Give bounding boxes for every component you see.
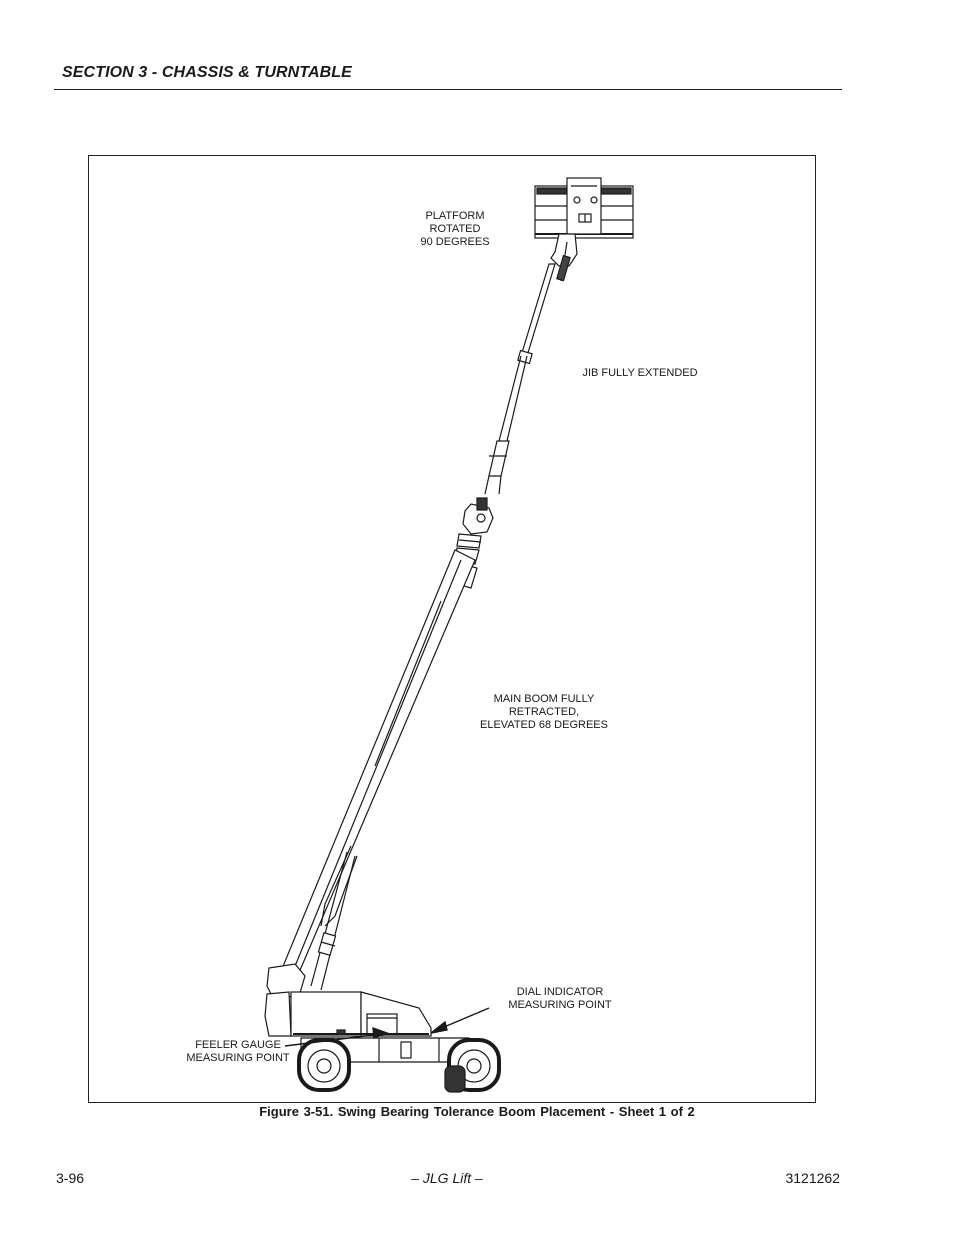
jib-drawing bbox=[484, 263, 556, 495]
header-rule bbox=[54, 89, 842, 90]
dial-indicator-callout: DIAL INDICATOR MEASURING POINT bbox=[508, 986, 612, 1011]
jib-callout: JIB FULLY EXTENDED bbox=[582, 367, 698, 379]
dial-indicator-arrow bbox=[430, 1007, 490, 1034]
page-number: 3-96 bbox=[56, 1170, 85, 1186]
main-boom-callout: MAIN BOOM FULLY RETRACTED, ELEVATED 68 D… bbox=[480, 693, 608, 731]
lift-cylinder-drawing bbox=[310, 851, 356, 991]
platform-rotator-drawing bbox=[550, 233, 578, 282]
platform-basket-drawing bbox=[534, 177, 634, 239]
document-number: 3121262 bbox=[785, 1170, 840, 1186]
figure-caption: Figure 3-51. Swing Bearing Tolerance Boo… bbox=[259, 1104, 695, 1119]
turntable-drawing bbox=[264, 963, 432, 1037]
figure-frame: PLATFORM ROTATED 90 DEGREES JIB FULLY EX… bbox=[88, 155, 816, 1103]
footer-brand: – JLG Lift – bbox=[411, 1170, 483, 1186]
section-title: SECTION 3 - CHASSIS & TURNTABLE bbox=[62, 64, 352, 81]
platform-callout: PLATFORM ROTATED 90 DEGREES bbox=[420, 210, 490, 248]
wheels-drawing bbox=[297, 1038, 501, 1093]
feeler-gauge-arrow bbox=[284, 1026, 390, 1047]
main-boom-drawing bbox=[278, 549, 476, 983]
boom-lift-illustration bbox=[264, 177, 634, 1093]
feeler-gauge-callout: FEELER GAUGE MEASURING POINT bbox=[186, 1039, 290, 1064]
